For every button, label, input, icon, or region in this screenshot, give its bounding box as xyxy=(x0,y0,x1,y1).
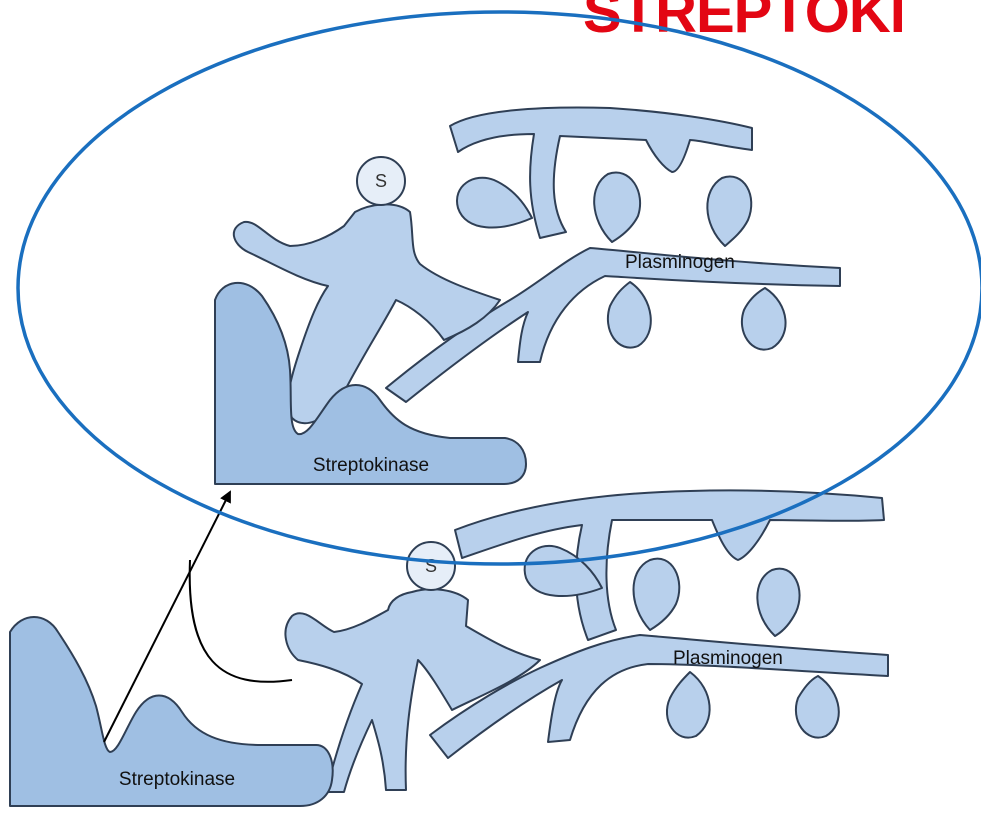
upper-plasminogen-label: Plasminogen xyxy=(625,252,735,273)
upper-kringle-loop xyxy=(457,178,532,228)
lower-kringle-loop xyxy=(796,676,839,738)
lower-kringle-loop xyxy=(757,569,799,636)
lower-streptokinase-label: Streptokinase xyxy=(119,769,235,790)
upper-kringle-loop xyxy=(707,177,751,246)
upper-substrate-label: S xyxy=(375,171,387,191)
lower-substrate-label: S xyxy=(425,556,437,576)
lower-kringle-loop xyxy=(667,672,710,738)
upper-kringle-loop xyxy=(608,282,651,348)
lower-complex: S Streptokinase Plasminogen xyxy=(10,490,888,806)
lower-plasminogen-label: Plasminogen xyxy=(673,648,783,669)
lower-kringle-loop xyxy=(634,559,680,630)
upper-kringle-loop xyxy=(594,173,640,242)
upper-complex: S Streptokinase Plasminogen xyxy=(215,108,840,484)
upper-kringle-loop xyxy=(742,288,786,350)
upper-streptokinase-label: Streptokinase xyxy=(313,455,429,476)
binding-arrow-curve xyxy=(190,560,292,682)
